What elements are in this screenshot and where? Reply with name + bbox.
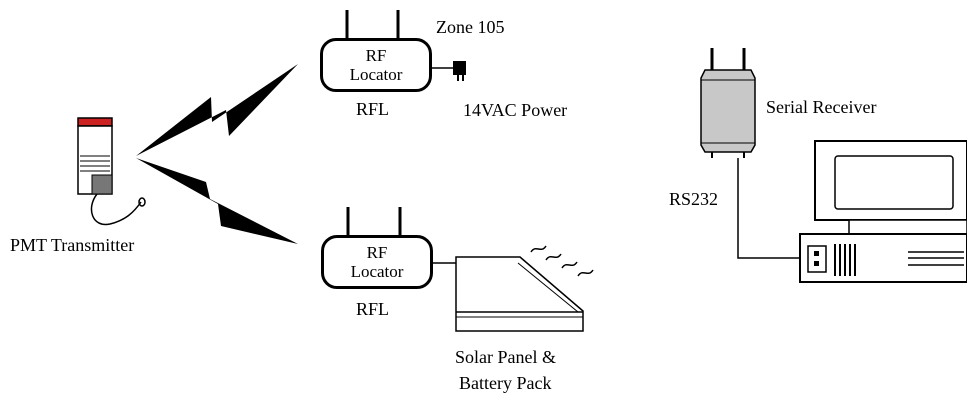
rf-locator-bottom-line1: RF	[366, 243, 388, 262]
rf-locator-bottom-line2: Locator	[350, 262, 404, 281]
pmt-transmitter-device	[77, 117, 146, 226]
serial-receiver-device	[700, 48, 756, 158]
rfl-top-caption: RFL	[356, 99, 390, 119]
wireless-signal-lower	[136, 158, 298, 244]
rfl-top-antennas	[345, 10, 400, 38]
solar-label-line2: Battery Pack	[459, 373, 552, 393]
power-plug	[432, 61, 466, 81]
power-label: 14VAC Power	[463, 100, 568, 120]
rf-locator-top: RF Locator	[320, 38, 432, 92]
sun-rays-icon	[530, 245, 594, 277]
solar-label-line1: Solar Panel &	[455, 347, 556, 367]
rs232-cable	[737, 158, 800, 259]
solar-panel	[433, 256, 584, 332]
rfl-bottom-antennas	[346, 207, 402, 235]
rf-locator-top-line1: RF	[365, 46, 387, 65]
transmitter-label: PMT Transmitter	[10, 235, 135, 255]
rf-locator-bottom: RF Locator	[321, 235, 433, 289]
wireless-signal-upper	[136, 64, 298, 156]
zone-label: Zone 105	[436, 17, 505, 37]
rf-locator-top-line2: Locator	[349, 65, 403, 84]
rs232-label: RS232	[669, 189, 719, 209]
rfl-bottom-caption: RFL	[356, 299, 390, 319]
serial-receiver-label: Serial Receiver	[766, 97, 877, 117]
computer-icon	[799, 140, 967, 283]
